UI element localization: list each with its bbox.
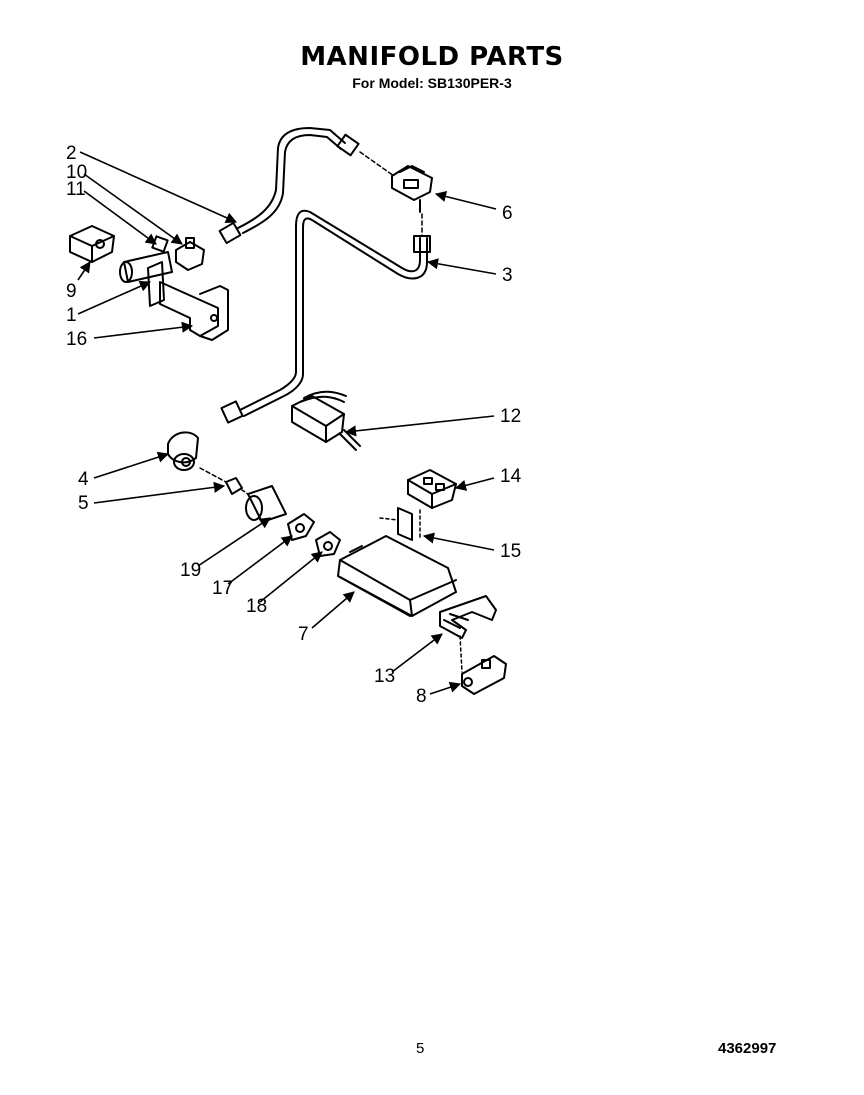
part-13-clamp xyxy=(439,595,497,639)
valve-assembly xyxy=(69,225,229,341)
callout-4: 4 xyxy=(78,469,89,490)
leader-13 xyxy=(391,633,443,673)
part-7-burner-box xyxy=(337,535,457,617)
leader-18 xyxy=(259,551,323,603)
leader-16 xyxy=(93,321,194,339)
callout-2: 2 xyxy=(66,143,77,164)
part-12-igniter xyxy=(291,390,361,451)
part-5-orifice xyxy=(199,467,243,495)
part-18-gasket xyxy=(315,531,341,557)
leader-14 xyxy=(454,477,495,491)
part-4-elbow xyxy=(167,431,199,471)
callout-6: 6 xyxy=(502,203,513,224)
leader-19 xyxy=(197,517,271,567)
callout-16: 16 xyxy=(66,329,87,350)
leader-9 xyxy=(77,261,91,281)
leader-8 xyxy=(429,681,462,695)
part-19-burner-tube xyxy=(241,485,287,523)
page-number: 5 xyxy=(416,1040,425,1057)
callout-17: 17 xyxy=(212,578,233,599)
leader-15 xyxy=(422,532,495,551)
callout-7: 7 xyxy=(298,624,309,645)
callout-19: 19 xyxy=(180,560,201,581)
part-3-long-tube xyxy=(220,209,431,424)
leader-11 xyxy=(83,190,157,245)
leader-6 xyxy=(434,191,497,210)
leader-4 xyxy=(93,451,170,479)
callout-13: 13 xyxy=(374,666,395,687)
leader-17 xyxy=(227,535,293,585)
page-title: MANIFOLD PARTS xyxy=(300,42,564,72)
callout-3: 3 xyxy=(502,265,513,286)
callout-14: 14 xyxy=(500,466,522,487)
part-6-connector xyxy=(359,151,433,213)
callout-18: 18 xyxy=(246,596,267,617)
callout-1: 1 xyxy=(66,305,77,326)
callout-10: 10 xyxy=(66,162,87,183)
leader-7 xyxy=(311,591,355,629)
callout-9: 9 xyxy=(66,281,77,302)
leader-2 xyxy=(79,151,238,223)
callout-5: 5 xyxy=(78,493,89,514)
callout-12: 12 xyxy=(500,406,521,427)
document-number: 4362997 xyxy=(718,1040,777,1057)
leader-1 xyxy=(77,280,152,315)
part-8-bracket xyxy=(459,635,507,695)
callout-8: 8 xyxy=(416,686,427,707)
leader-10 xyxy=(83,173,183,245)
part-2-upper-tube xyxy=(218,127,360,245)
part-15-bracket xyxy=(379,507,421,541)
leader-5 xyxy=(93,481,226,504)
leader-3 xyxy=(426,258,497,275)
model-subtitle: For Model: SB130PER-3 xyxy=(352,75,512,91)
part-14-switch xyxy=(407,469,457,509)
leader-12 xyxy=(344,415,495,437)
callout-15: 15 xyxy=(500,541,521,562)
callout-11: 11 xyxy=(66,179,86,200)
